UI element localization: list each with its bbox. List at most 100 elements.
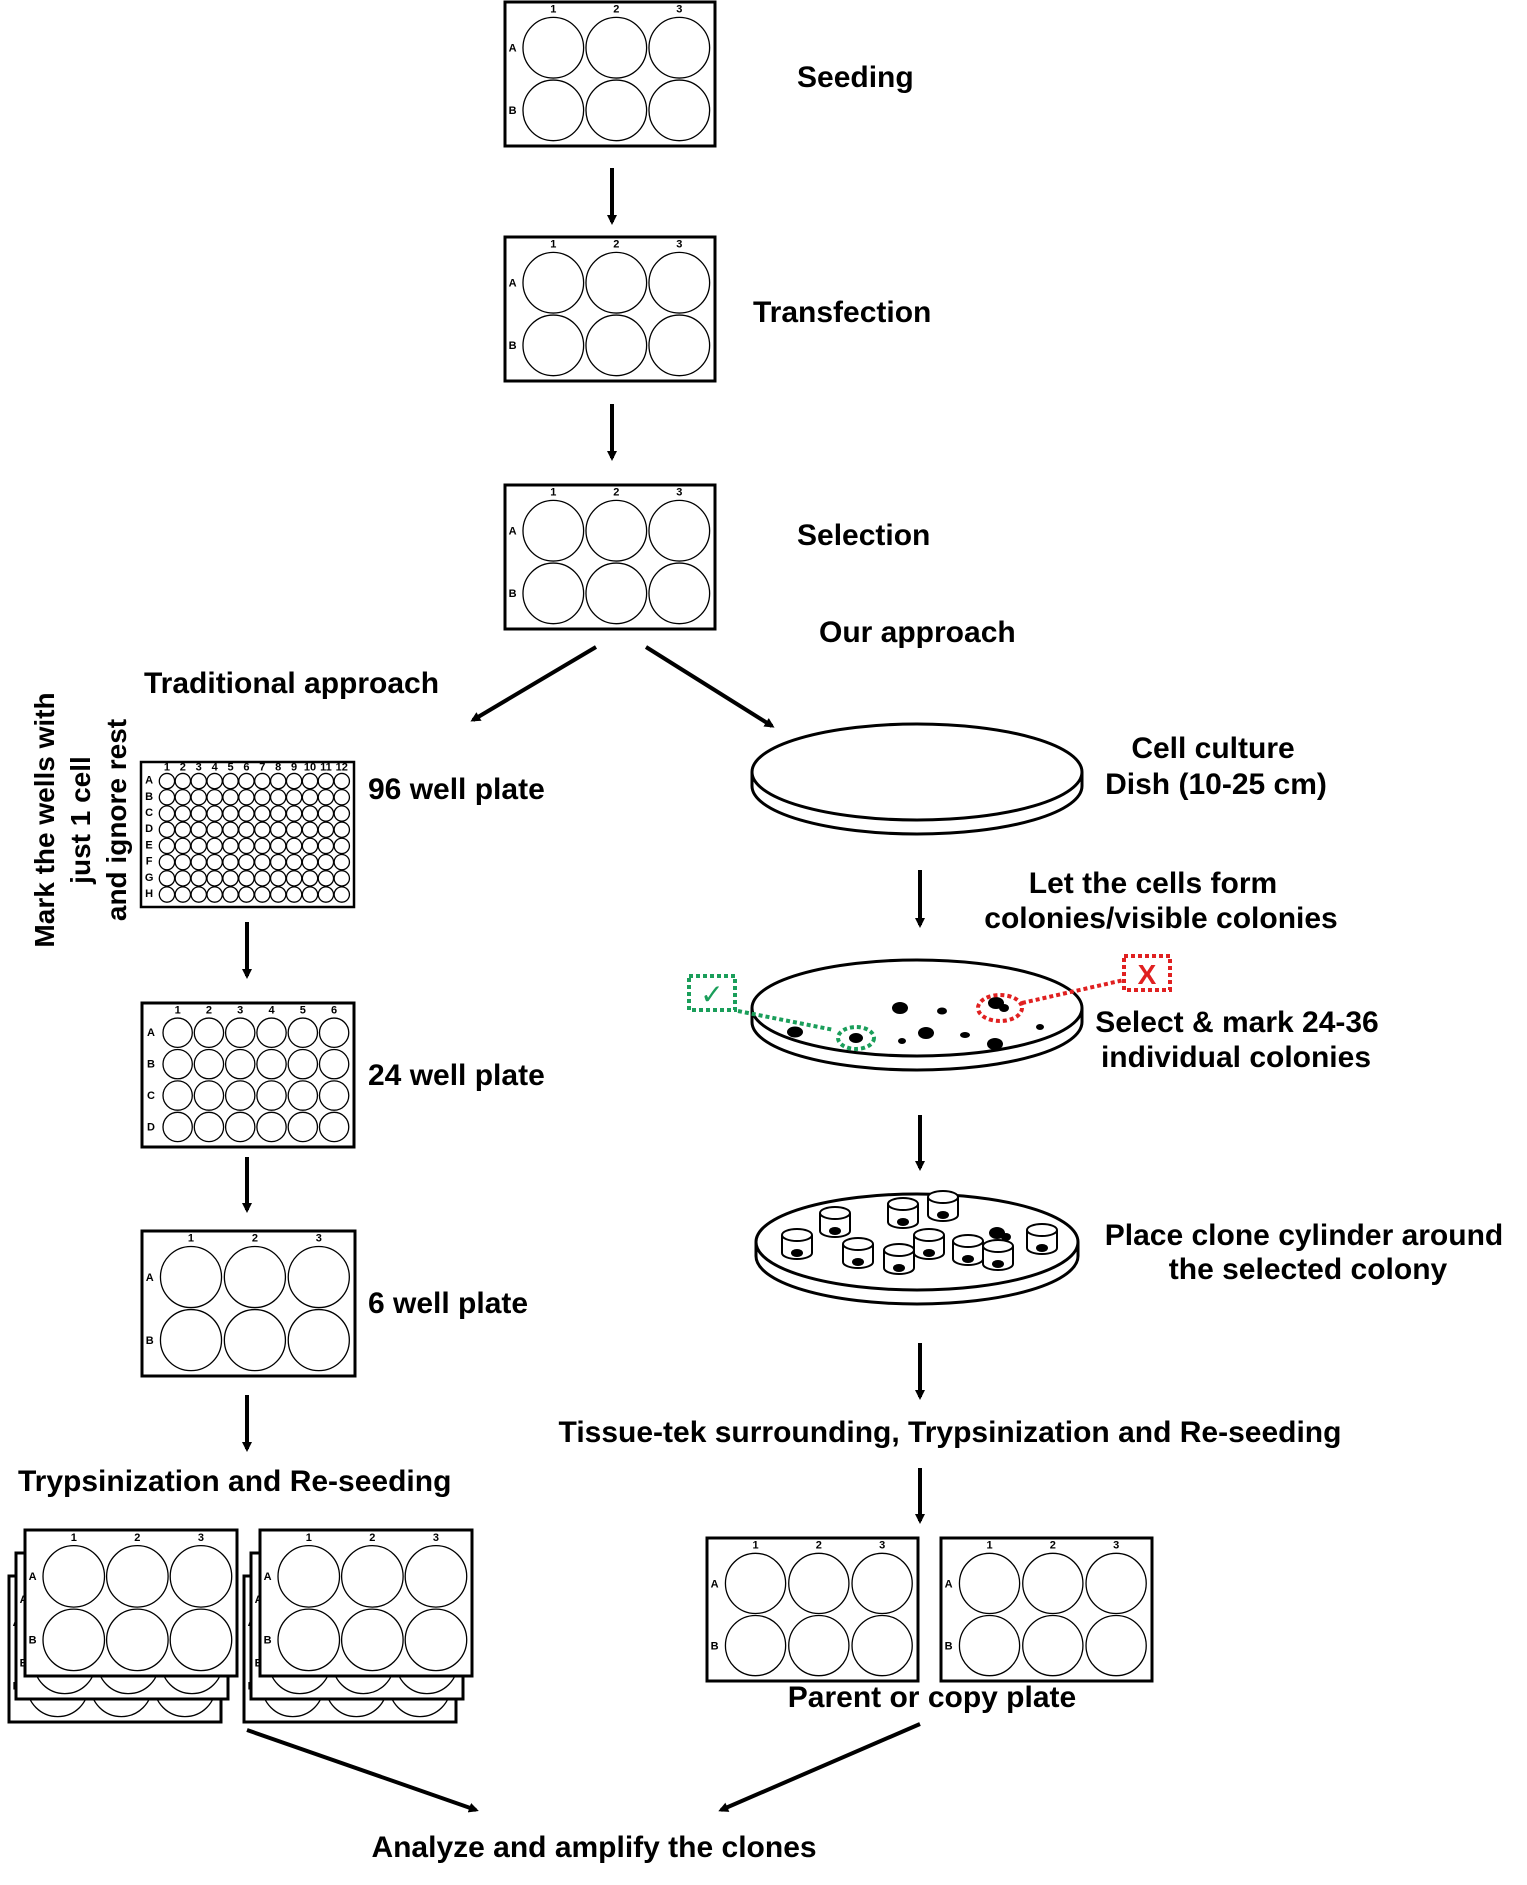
plate-row-label: B — [146, 1335, 154, 1347]
plate-column-label: 1 — [188, 1233, 194, 1245]
well — [404, 1608, 468, 1672]
clone-cylinder — [1026, 1223, 1058, 1255]
dish-label-line2: Dish (10-25 cm) — [1105, 768, 1327, 801]
well — [238, 805, 255, 822]
well — [318, 1111, 350, 1143]
plate-column-label: 9 — [291, 762, 297, 774]
well — [256, 1111, 287, 1143]
good-mark-box — [687, 974, 737, 1012]
well — [254, 805, 271, 822]
well — [285, 870, 303, 887]
plate-row-label: D — [145, 823, 153, 835]
well — [158, 821, 176, 839]
plate-row-label: C — [145, 807, 153, 819]
plate-row-label: A — [146, 1272, 154, 1284]
well — [317, 886, 335, 903]
clone-cylinder — [887, 1197, 919, 1229]
plate-row-label: B — [147, 1059, 155, 1071]
well — [162, 1080, 193, 1111]
transfection-label: Transfection — [753, 296, 931, 329]
well — [190, 870, 208, 887]
plate-row-label: B — [509, 105, 517, 117]
well — [238, 789, 255, 806]
plate-column-label: 1 — [550, 4, 556, 16]
plate-column-label: 1 — [550, 487, 556, 499]
well — [648, 79, 711, 142]
plate-row-label: A — [509, 278, 517, 290]
well — [318, 1048, 350, 1080]
well — [958, 1552, 1021, 1615]
well — [174, 853, 192, 871]
colonies-label-line2: colonies/visible colonies — [984, 902, 1337, 935]
plate-row-label: B — [145, 791, 153, 803]
well — [42, 1544, 106, 1608]
well — [254, 853, 271, 871]
plate-row-label: B — [264, 1635, 272, 1647]
plate-column-label: 1 — [175, 1005, 181, 1017]
well — [238, 853, 255, 871]
plate-row-label: A — [147, 1027, 155, 1039]
well — [159, 1245, 223, 1309]
well — [162, 1048, 193, 1080]
cell-culture-dish — [750, 722, 1084, 836]
well — [269, 886, 287, 903]
well — [193, 1048, 225, 1080]
well — [224, 1080, 256, 1111]
well — [648, 562, 711, 625]
well — [788, 1552, 850, 1615]
plate-column-label: 3 — [237, 1005, 243, 1017]
well — [285, 805, 303, 822]
well — [648, 314, 711, 377]
well — [158, 789, 176, 806]
well — [317, 805, 335, 822]
well — [162, 1017, 193, 1049]
plate-column-label: 2 — [1050, 1539, 1056, 1551]
plate-row-label: E — [145, 839, 152, 851]
well — [340, 1544, 404, 1608]
well — [269, 853, 287, 871]
well — [193, 1111, 225, 1143]
well — [301, 821, 319, 839]
well — [222, 821, 239, 839]
well — [159, 1308, 223, 1372]
well — [333, 837, 351, 855]
well — [222, 789, 239, 806]
plate-column-label: 1 — [71, 1532, 77, 1544]
plate-row-label: B — [509, 588, 517, 600]
plate-stack-left: 123AB123AB123AB — [7, 1528, 239, 1724]
well — [193, 1017, 225, 1049]
well — [206, 821, 223, 839]
side-note-line3: and ignore rest — [101, 719, 132, 921]
plate-column-label: 10 — [304, 762, 316, 774]
plate-column-label: 5 — [300, 1005, 306, 1017]
well — [256, 1017, 287, 1049]
plate-column-label: 2 — [206, 1005, 212, 1017]
plate-row-label: B — [509, 340, 517, 352]
well — [238, 870, 255, 887]
bad-mark-box — [1122, 954, 1172, 992]
well — [333, 789, 351, 806]
plate-row-label: A — [29, 1571, 37, 1583]
well — [254, 789, 271, 806]
tissue-tek-label: Tissue-tek surrounding, Trypsinization a… — [559, 1416, 1342, 1449]
well — [404, 1544, 468, 1608]
well — [851, 1614, 913, 1677]
well — [254, 821, 271, 839]
well — [287, 1308, 350, 1372]
our-approach-label: Our approach — [819, 616, 1016, 649]
well — [269, 837, 287, 855]
well — [301, 870, 319, 887]
clone-cylinder — [913, 1228, 945, 1260]
well — [174, 886, 192, 903]
well — [224, 1017, 256, 1049]
well — [158, 772, 176, 790]
well — [174, 821, 192, 839]
final-label: Analyze and amplify the clones — [371, 1831, 816, 1864]
well — [340, 1608, 404, 1672]
well — [206, 837, 223, 855]
plate-column-label: 2 — [369, 1532, 375, 1544]
well — [222, 837, 239, 855]
